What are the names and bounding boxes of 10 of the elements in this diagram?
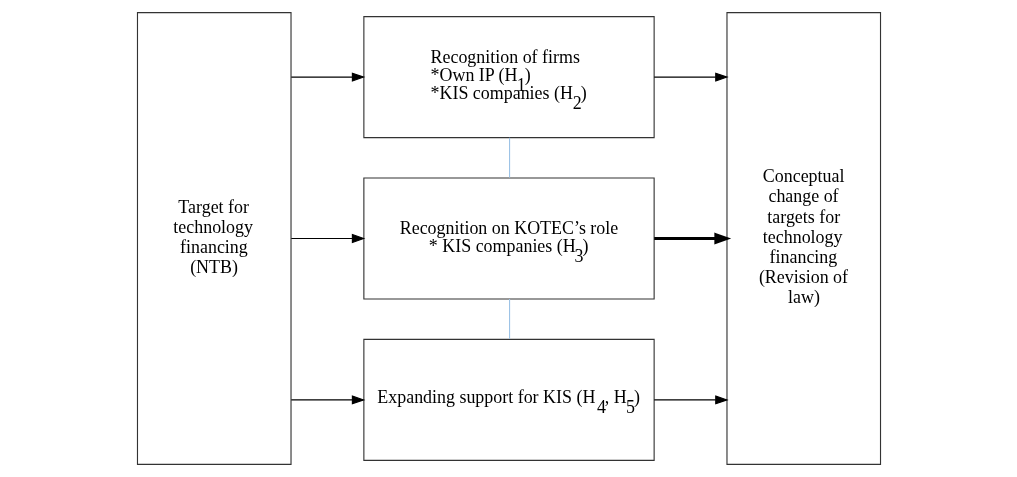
arrow (653, 395, 729, 405)
node-box: Target for technology financing (NTB) (136, 12, 292, 465)
arrow (653, 72, 729, 82)
connector (508, 137, 510, 179)
arrow (290, 233, 365, 244)
connector (508, 298, 510, 340)
arrow (290, 72, 365, 82)
node-box: Conceptual change of targets for technology financing (Revision of law) (725, 12, 881, 465)
arrow (653, 232, 731, 245)
arrow (290, 395, 365, 405)
